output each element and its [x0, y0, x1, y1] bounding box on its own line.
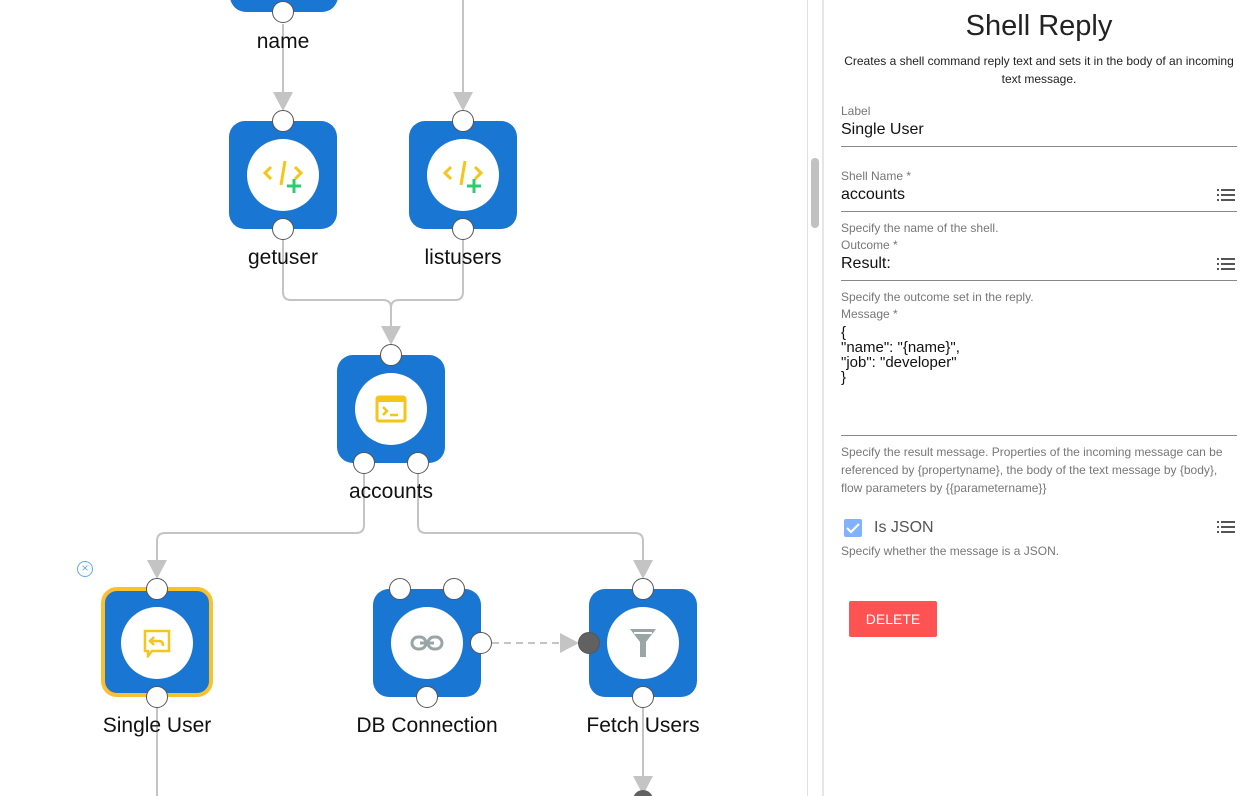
port-connection-in[interactable]	[578, 632, 600, 654]
code-plus-icon	[427, 139, 499, 211]
flow-canvas[interactable]: name getuser listusers accounts × Single…	[0, 0, 808, 796]
check-icon	[846, 523, 860, 534]
properties-panel: Shell Reply Creates a shell command repl…	[822, 0, 1249, 796]
port-out[interactable]	[407, 452, 429, 474]
edge-accounts-singleuser	[156, 474, 365, 560]
message-help: Specify the result message. Properties o…	[841, 445, 1223, 495]
is-json-row: Is JSON	[841, 519, 1237, 537]
reply-message-icon	[121, 607, 193, 679]
port-out[interactable]	[272, 218, 294, 240]
node-fetch-users[interactable]	[589, 589, 697, 697]
delete-button[interactable]: DELETE	[849, 601, 937, 637]
node-label: Single User	[102, 714, 212, 737]
port-out[interactable]	[353, 452, 375, 474]
panel-title: Shell Reply	[965, 10, 1113, 42]
terminal-icon	[355, 373, 427, 445]
outcome-input[interactable]: Result:	[841, 252, 1237, 281]
shell-name-input[interactable]: accounts	[841, 183, 1237, 212]
next-node-port	[633, 790, 653, 796]
port-in[interactable]	[452, 110, 474, 132]
message-textarea[interactable]: { "name": "{name}", "job": "developer" }	[841, 321, 1237, 436]
port-in[interactable]	[443, 578, 465, 600]
outcome-help: Specify the outcome set in the reply.	[841, 290, 1034, 304]
node-label: Fetch Users	[586, 714, 700, 737]
port-out[interactable]	[452, 218, 474, 240]
port-out[interactable]	[146, 686, 168, 708]
edge-listusers-accounts	[390, 240, 464, 309]
port-in[interactable]	[146, 578, 168, 600]
port-in[interactable]	[380, 344, 402, 366]
divider	[807, 0, 808, 796]
arrow-fetchusers	[633, 560, 653, 579]
list-icon[interactable]	[1217, 258, 1235, 270]
message-label: Message *	[841, 307, 898, 321]
edge-accounts-fetchusers	[417, 474, 644, 560]
port-out[interactable]	[272, 1, 294, 23]
port-out[interactable]	[416, 686, 438, 708]
node-label: getuser	[247, 246, 319, 269]
arrow-getuser	[273, 92, 293, 111]
node-db-connection[interactable]	[373, 589, 481, 697]
port-out[interactable]	[470, 632, 492, 654]
outcome-label: Outcome *	[841, 238, 898, 252]
is-json-help: Specify whether the message is a JSON.	[841, 544, 1060, 558]
node-getuser[interactable]	[229, 121, 337, 229]
shell-name-label: Shell Name *	[841, 169, 912, 183]
list-icon[interactable]	[1217, 189, 1235, 201]
port-out[interactable]	[632, 686, 654, 708]
port-in[interactable]	[389, 578, 411, 600]
arrow-fetch-down	[633, 776, 653, 795]
shell-name-value: accounts	[841, 186, 906, 203]
arrow-accounts	[381, 326, 401, 345]
port-in[interactable]	[272, 110, 294, 132]
edges-layer	[147, 0, 653, 796]
is-json-checkbox[interactable]	[844, 519, 862, 537]
list-icon[interactable]	[1217, 521, 1235, 533]
panel-description: Creates a shell command reply text and s…	[844, 54, 1234, 86]
arrow-db-fetch	[560, 633, 579, 653]
outcome-value: Result:	[841, 255, 891, 272]
node-label: DB Connection	[356, 714, 498, 737]
node-single-user[interactable]	[101, 587, 213, 697]
arrow-singleuser	[147, 560, 167, 579]
remove-node-icon[interactable]: ×	[77, 561, 93, 577]
port-in[interactable]	[632, 578, 654, 600]
node-label: accounts	[348, 480, 434, 503]
label-input[interactable]: Single User	[841, 118, 1237, 147]
code-plus-icon	[247, 139, 319, 211]
is-json-label: Is JSON	[874, 519, 934, 536]
node-listusers[interactable]	[409, 121, 517, 229]
label-value: Single User	[841, 121, 924, 138]
filter-icon	[607, 607, 679, 679]
node-label: name	[256, 30, 310, 53]
shell-name-help: Specify the name of the shell.	[841, 221, 999, 235]
node-accounts[interactable]	[337, 355, 445, 463]
label-field-label: Label	[841, 104, 871, 118]
link-icon	[391, 607, 463, 679]
node-label: listusers	[424, 246, 502, 269]
scrollbar[interactable]	[811, 158, 819, 228]
arrow-listusers	[453, 92, 473, 111]
